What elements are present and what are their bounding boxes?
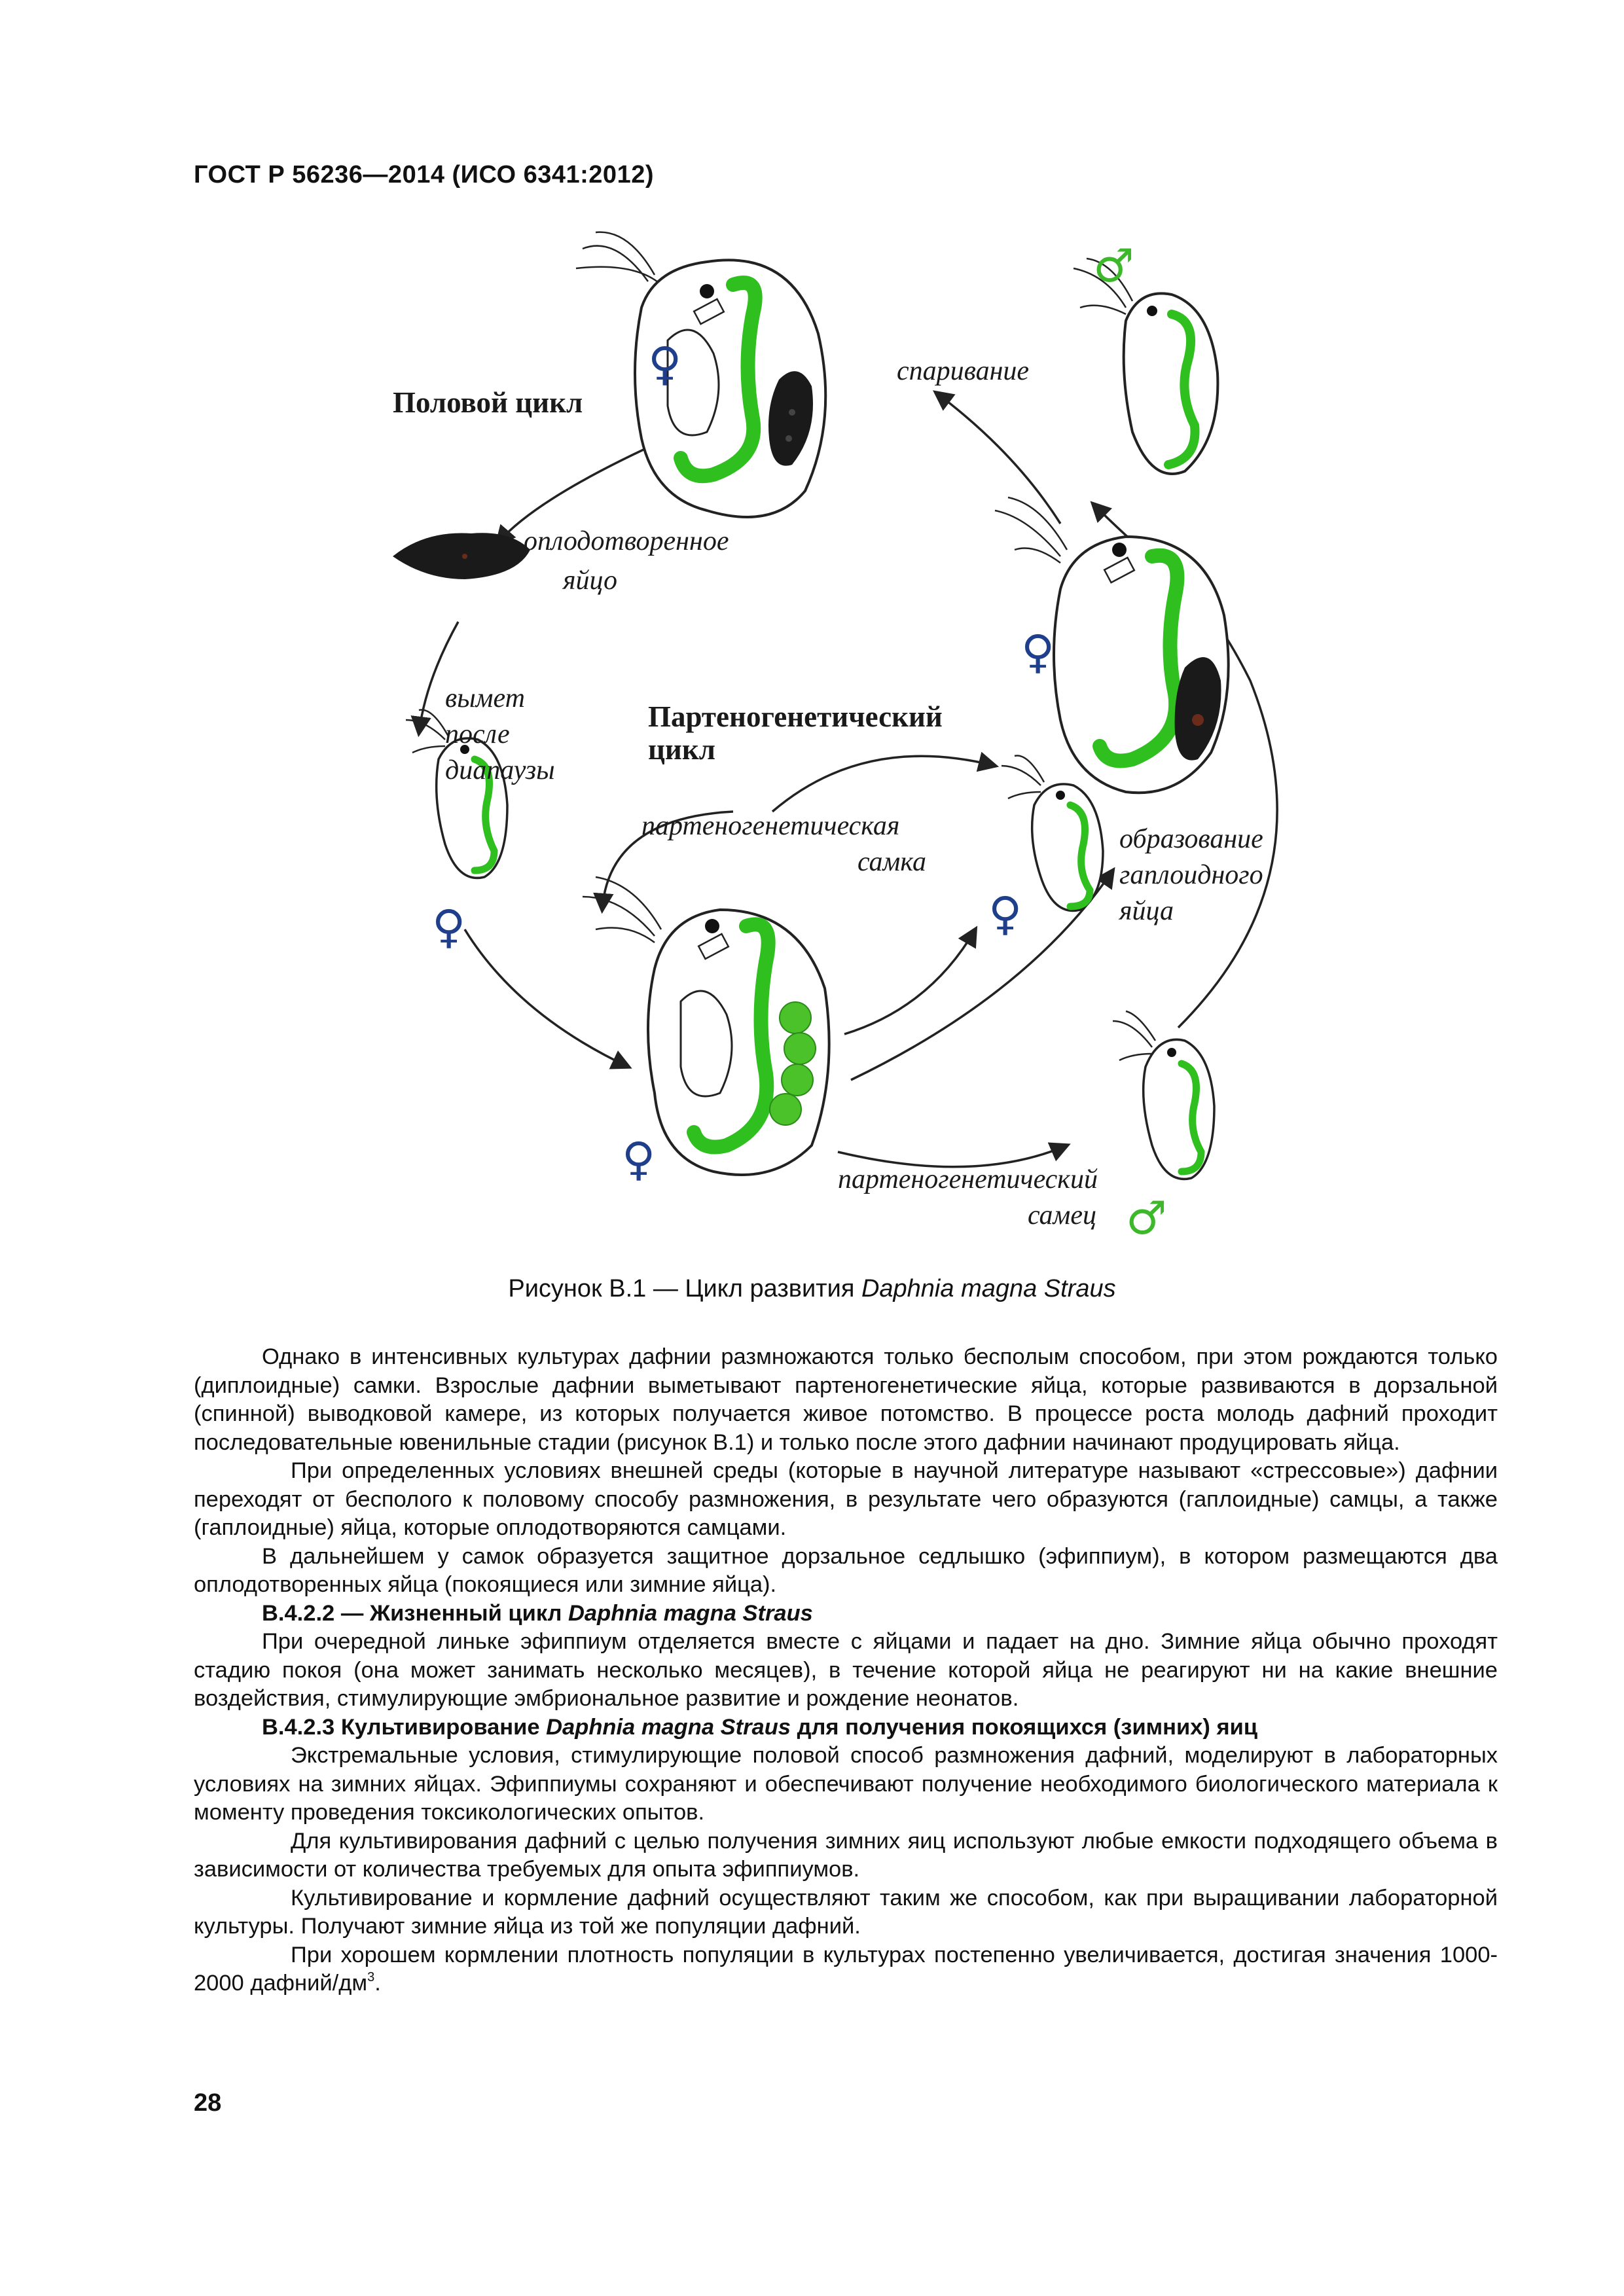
life-cycle-diagram: ♀ ♂ ♀ ♀ ♀ ♀ ♂ Половой цикл спаривание оп…	[393, 231, 1278, 1245]
paragraph: Однако в интенсивных культурах дафнии ра…	[194, 1344, 1498, 1455]
arrow-parth-to-female	[844, 925, 978, 1035]
arrow-female-to-egg	[494, 437, 668, 547]
page-number: 28	[194, 2089, 222, 2117]
body-text: Однако в интенсивных культурах дафнии ра…	[194, 1343, 1498, 1998]
female-symbol: ♀	[1021, 625, 1055, 679]
arrow-hatch-to-parth	[463, 929, 632, 1069]
heading-text: В.4.2.2 — Жизненный цикл	[262, 1600, 569, 1626]
label-fertilized-egg-2: яйцо	[562, 565, 617, 596]
label-parth-male-1: партеногенетический	[838, 1164, 1098, 1194]
heading-species: Daphnia magna Straus	[546, 1714, 791, 1740]
label-hatch-1: вымет	[445, 683, 525, 713]
caption-species: Daphnia magna Straus	[861, 1275, 1116, 1302]
label-parth-female-1: партеногенетическая	[641, 811, 899, 841]
label-mating: спаривание	[897, 356, 1029, 386]
paragraph-end: .	[374, 1971, 381, 1996]
label-haploid-1: образование	[1119, 824, 1263, 854]
daphnia-sexual-female	[575, 231, 827, 518]
figure-caption: Рисунок В.1 — Цикл развития Daphnia magn…	[0, 1275, 1624, 1303]
section-heading: В.4.2.3 Культивирование Daphnia magna St…	[194, 1713, 1498, 1742]
section-heading: В.4.2.2 — Жизненный цикл Daphnia magna S…	[194, 1600, 1498, 1628]
female-symbol: ♀	[432, 900, 465, 954]
label-parth-cycle-1: Партеногенетический	[648, 700, 943, 733]
paragraph: В дальнейшем у самок образуется защитное…	[194, 1543, 1498, 1598]
paragraph: Для культивирования дафний с целью получ…	[194, 1828, 1498, 1882]
female-symbol: ♀	[988, 887, 1022, 941]
male-symbol: ♂	[1093, 239, 1134, 293]
label-parth-cycle-2: цикл	[648, 733, 715, 766]
arrow-inner-to-parth	[593, 810, 734, 914]
female-symbol: ♀	[622, 1132, 655, 1186]
label-parth-female-2: самка	[857, 847, 926, 877]
label-hatch-2: после	[445, 719, 510, 749]
document-header: ГОСТ Р 56236—2014 (ИСО 6341:2012)	[194, 161, 654, 188]
label-sexual-cycle: Половой цикл	[393, 386, 583, 419]
paragraph: При определенных условиях внешней среды …	[194, 1458, 1498, 1540]
paragraph: При хорошем кормлении плотность популяци…	[194, 1941, 1498, 1998]
caption-prefix: Рисунок В.1 — Цикл развития	[508, 1275, 861, 1302]
superscript: 3	[367, 1970, 375, 1984]
paragraph: Экстремальные условия, стимулирующие пол…	[194, 1743, 1498, 1825]
daphnia-haploid-female	[994, 496, 1230, 795]
heading-text: В.4.2.3 Культивирование	[262, 1714, 547, 1740]
paragraph-text: При хорошем кормлении плотность популяци…	[194, 1942, 1498, 1996]
label-hatch-3: диапаузы	[445, 755, 555, 785]
daphnia-male	[1073, 257, 1219, 475]
daphnia-juvenile	[405, 709, 509, 880]
label-haploid-3: яйца	[1118, 896, 1174, 926]
paragraph: Культивирование и кормление дафний осуще…	[194, 1885, 1498, 1939]
female-symbol: ♀	[648, 337, 681, 391]
heading-species: Daphnia magna Straus	[568, 1600, 813, 1626]
arrow-inner-cycle	[771, 751, 1000, 813]
paragraph: При очередной линьке эфиппиум отделяется…	[194, 1629, 1498, 1711]
label-haploid-2: гаплоидного	[1119, 860, 1263, 890]
label-parth-male-2: самец	[1028, 1200, 1096, 1230]
daphnia-parth-female-small	[1001, 755, 1104, 912]
heading-text: для получения покоящихся (зимних) яиц	[790, 1714, 1258, 1740]
male-symbol: ♂	[1126, 1191, 1167, 1245]
label-fertilized-egg-1: оплодотворенное	[524, 526, 729, 556]
arrow-haploid-to-mating	[932, 390, 1062, 524]
daphnia-parth-male	[1112, 1010, 1216, 1181]
arrow-parth-to-male	[837, 1142, 1071, 1168]
arrow-egg-to-hatch	[410, 621, 460, 738]
ephippium-egg	[393, 533, 530, 579]
daphnia-parth-female-eggs	[582, 876, 831, 1176]
life-cycle-figure: ♀ ♂ ♀ ♀ ♀ ♀ ♂ Половой цикл спаривание оп…	[367, 223, 1335, 1250]
